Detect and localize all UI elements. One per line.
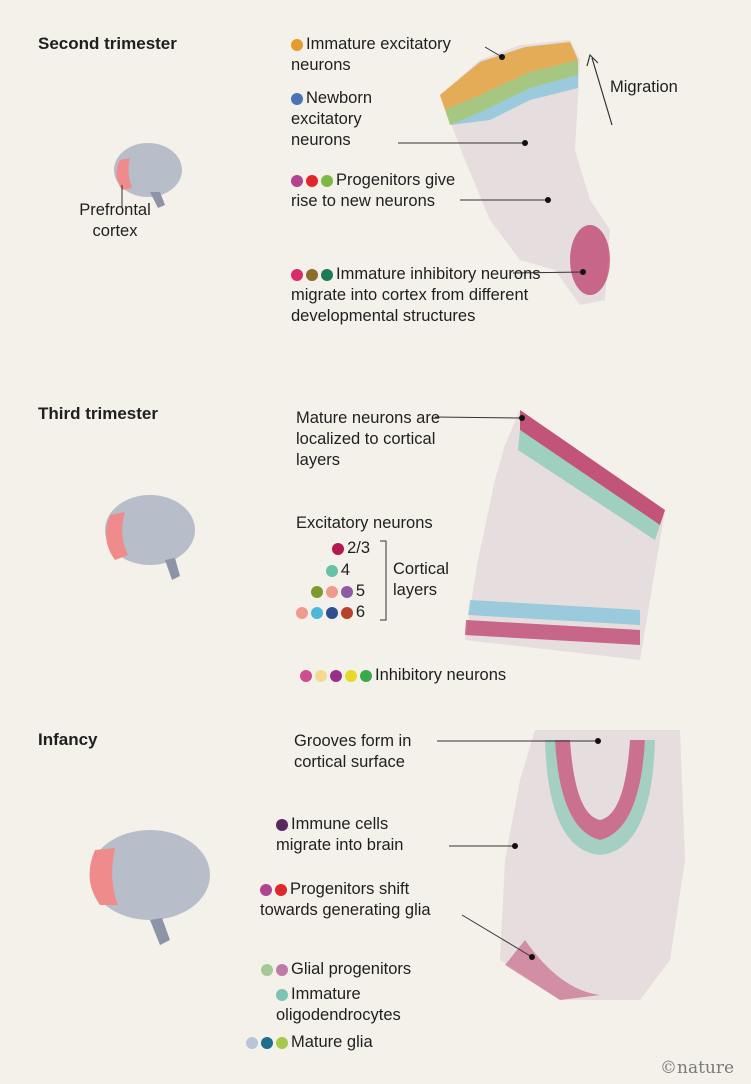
label-immature-excitatory: Immature excitatory neurons	[291, 35, 451, 74]
dot-marker	[306, 268, 318, 281]
tissue-third-trimester	[465, 410, 665, 660]
dot-marker	[300, 669, 312, 682]
label-inhibitory-neurons: Inhibitory neurons	[300, 665, 506, 686]
brain-label: Prefrontal cortex	[79, 201, 151, 240]
label-grooves: Grooves form in cortical surface	[294, 732, 412, 771]
section-title-second: Second trimester	[38, 34, 177, 53]
dot-marker	[310, 606, 323, 619]
dot-marker	[340, 606, 353, 619]
dot-marker	[360, 669, 372, 682]
leader-lines	[121, 46, 598, 958]
dot-marker	[332, 542, 345, 555]
dot-marker	[325, 606, 338, 619]
dot-marker	[345, 669, 357, 682]
section-title-third: Third trimester	[38, 404, 158, 423]
label-excitatory-neurons: Excitatory neurons	[296, 514, 433, 532]
label-immature-oligodendrocytes: Immature oligodendrocytes	[276, 985, 401, 1024]
label-progenitors-glia: Progenitors shift towards generating gli…	[260, 880, 431, 919]
dot-marker	[310, 585, 323, 598]
dot-marker	[321, 174, 333, 187]
label-progenitors: Progenitors give rise to new neurons	[291, 171, 456, 210]
label-immune-cells: Immune cells migrate into brain	[276, 815, 404, 854]
dot-marker	[291, 38, 303, 51]
tissue-second-trimester	[440, 40, 610, 305]
nature-logo: ©nature	[660, 1058, 735, 1078]
dot-marker	[330, 669, 342, 682]
layer-row-6: 6	[280, 602, 365, 623]
migration-arrow	[586, 53, 613, 126]
label-cortical-layers: Cortical layers	[393, 560, 449, 599]
dot-marker	[291, 268, 303, 281]
dot-marker	[276, 1036, 288, 1049]
dot-marker	[246, 1036, 258, 1049]
dot-marker	[275, 883, 287, 896]
dot-marker	[260, 883, 272, 896]
migration-label: Migration	[610, 78, 678, 96]
layer-row-5: 5	[280, 581, 365, 602]
brain-icon-second	[114, 143, 182, 208]
dot-marker	[261, 963, 273, 976]
brain-icon-third	[105, 495, 195, 580]
label-newborn-excitatory: Newborn excitatory neurons	[291, 89, 373, 149]
dot-marker	[276, 818, 288, 831]
label-mature-neurons: Mature neurons are localized to cortical…	[296, 409, 440, 469]
label-mature-glia: Mature glia	[246, 1032, 373, 1053]
tissue-infancy	[500, 730, 685, 1000]
dot-marker	[291, 92, 303, 105]
dot-marker	[276, 963, 288, 976]
dot-marker	[295, 606, 308, 619]
dot-marker	[325, 564, 338, 577]
layer-row-2-3: 2/3	[280, 538, 370, 559]
dot-marker	[315, 669, 327, 682]
dot-marker	[325, 585, 338, 598]
dot-marker	[261, 1036, 273, 1049]
layer-row-4: 4	[280, 560, 350, 581]
label-immature-inhibitory: Immature inhibitory neurons migrate into…	[291, 265, 541, 325]
brain-icon-infancy	[89, 830, 210, 945]
dot-marker	[291, 174, 303, 187]
dot-marker	[306, 174, 318, 187]
dot-marker	[276, 988, 288, 1001]
dot-marker	[340, 585, 353, 598]
dot-marker	[321, 268, 333, 281]
section-title-infancy: Infancy	[38, 730, 98, 749]
label-glial-progenitors: Glial progenitors	[261, 959, 411, 980]
